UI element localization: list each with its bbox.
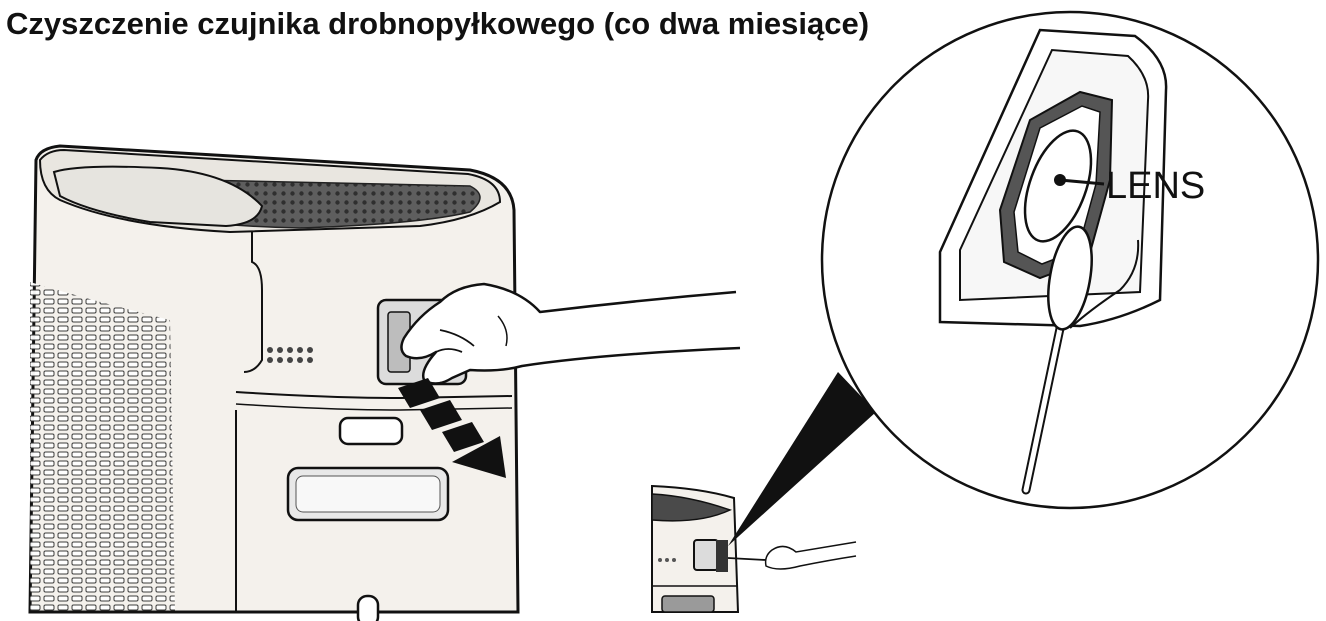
- inset-purifier-icon: [651, 484, 857, 613]
- lens-label: LENS: [1106, 165, 1205, 207]
- handle-slot: [338, 416, 404, 446]
- cotton-swab-icon: [1021, 225, 1093, 495]
- lens: [1023, 129, 1093, 243]
- hand-opening-cover-icon: [400, 282, 741, 385]
- magnified-lens-detail-icon: LENS: [820, 10, 1320, 510]
- dashed-arrow-icon: [398, 378, 506, 478]
- zoom-cone: [728, 372, 876, 546]
- side-vents: [30, 282, 175, 612]
- indicator-dots: [267, 347, 313, 363]
- page-title: Czyszczenie czujnika drobnopyłkowego (co…: [6, 6, 870, 41]
- air-purifier-rear-view-icon: [28, 144, 520, 621]
